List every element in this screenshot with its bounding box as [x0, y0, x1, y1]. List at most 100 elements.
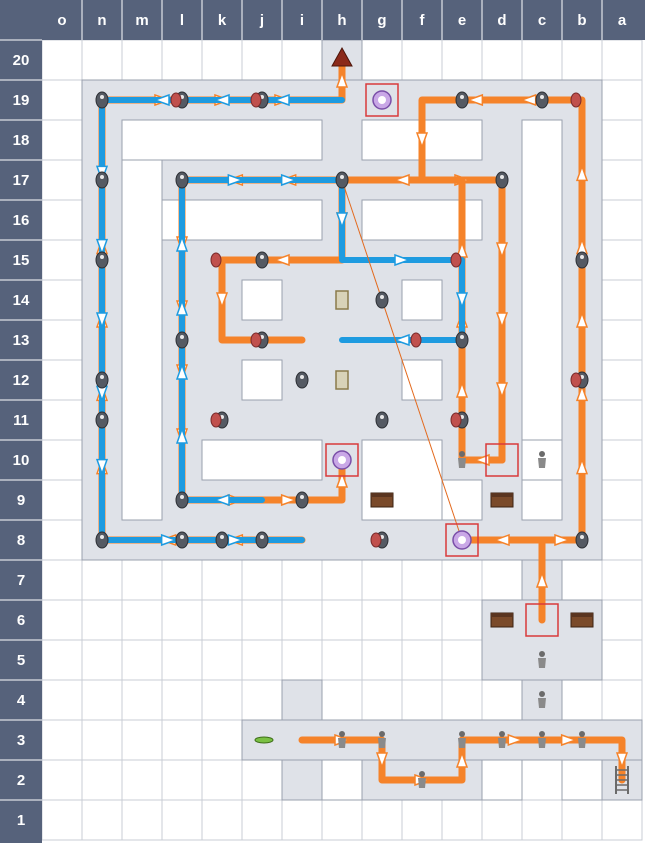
blue-route-inner-arrow [175, 234, 189, 252]
exit-triangle-icon [331, 46, 353, 67]
chest-lid [571, 613, 593, 617]
monster-eye [460, 95, 464, 99]
monster-body [95, 531, 109, 549]
grid-cell [201, 679, 243, 721]
monster-eye [300, 495, 304, 499]
grid-cell [241, 679, 283, 721]
row-label: 4 [17, 692, 26, 709]
orange-route-east-arrow [575, 457, 589, 475]
hole-ring1-left [121, 159, 163, 521]
red-monster-icon [450, 412, 462, 428]
grid-cell [441, 799, 483, 841]
figure-icon [458, 451, 466, 468]
grid-cell [601, 479, 643, 521]
grid-cell [601, 799, 643, 841]
grid-cell [361, 639, 403, 681]
figure-icon [418, 771, 426, 788]
blue-route-outer-arrow [160, 533, 178, 547]
monster-eye [300, 375, 304, 379]
blue-route-outer-arrow [95, 238, 109, 256]
figure-body [578, 738, 586, 748]
monster-eye [100, 175, 104, 179]
treasure-chest-icon [570, 612, 594, 628]
column-label: m [135, 12, 148, 29]
teleport-link-line [341, 179, 463, 541]
orange-route-mid-arrow [455, 380, 469, 398]
blue-route-inner-arrow [280, 173, 298, 187]
monster-eye [260, 535, 264, 539]
red-monster-icon [210, 252, 222, 268]
red-monster-body [370, 532, 382, 548]
grid-cell [561, 679, 603, 721]
row-label: 19 [13, 92, 30, 109]
teleport-core [378, 96, 386, 104]
blue-route-inner-arrow [335, 212, 349, 230]
row-label: 7 [17, 572, 25, 589]
monster-body [175, 171, 189, 189]
grid-cell [401, 39, 443, 81]
monster-icon [175, 171, 189, 189]
grid-cell [401, 599, 443, 641]
figure-icon [498, 731, 506, 748]
row-label: 15 [13, 252, 30, 269]
grid-cell [241, 799, 283, 841]
grid-cell [161, 759, 203, 801]
cell-marker [525, 603, 559, 637]
grid-cell [161, 679, 203, 721]
grid-cell [41, 279, 83, 321]
floor-bottom-h [321, 759, 363, 801]
monster-body [455, 91, 469, 109]
grid-cell [561, 39, 603, 81]
blue-route-outer-arrow [152, 93, 170, 107]
grid-cell [281, 799, 323, 841]
row-label: 12 [13, 372, 30, 389]
red-monster-icon [250, 92, 262, 108]
monster-eye [340, 175, 344, 179]
monster-eye [180, 335, 184, 339]
grid-cell [81, 639, 123, 681]
monster-eye [100, 95, 104, 99]
grid-cell [401, 559, 443, 601]
monster-body [255, 531, 269, 549]
chest-lid [371, 493, 393, 497]
column-label: j [259, 12, 264, 29]
grid-cell [441, 639, 483, 681]
mirror-icon [335, 290, 349, 310]
grid-cell [41, 239, 83, 281]
monster-body [375, 411, 389, 429]
blue-route-outer-arrow [95, 458, 109, 476]
monster-body [295, 491, 309, 509]
red-monster-icon [210, 412, 222, 428]
column-label: k [218, 12, 227, 29]
blue-route-inner-arrow [227, 173, 245, 187]
row-label: 17 [13, 172, 30, 189]
orange-route-mid-arrow [272, 253, 290, 267]
orange-route-east-arrow [575, 164, 589, 182]
column-label: d [497, 12, 506, 29]
monster-icon [95, 411, 109, 429]
figure-icon [538, 651, 546, 668]
monster-icon [175, 491, 189, 509]
blue-route-inner-arrow [392, 333, 410, 347]
grid-cell [121, 639, 163, 681]
orange-route-east-arrow [495, 242, 509, 260]
row-label: 11 [13, 412, 29, 429]
row-label: 14 [13, 292, 30, 309]
grid-cell [121, 799, 163, 841]
red-monster-body [450, 252, 462, 268]
column-label: g [377, 12, 386, 29]
orange-route-south-link-arrow [492, 533, 510, 547]
monster-body [535, 91, 549, 109]
orange-route-bottom-arrow [615, 752, 629, 770]
grid-cell [201, 39, 243, 81]
figure-icon [578, 731, 586, 748]
red-monster-body [250, 92, 262, 108]
column-label: n [97, 12, 106, 29]
treasure-chest-icon [370, 492, 394, 508]
figure-body [538, 458, 546, 468]
teleport-core [458, 536, 466, 544]
teleport-core [338, 456, 346, 464]
grid-cell [41, 439, 83, 481]
orange-route-inner-arrow [280, 493, 298, 507]
grid-cell [201, 759, 243, 801]
